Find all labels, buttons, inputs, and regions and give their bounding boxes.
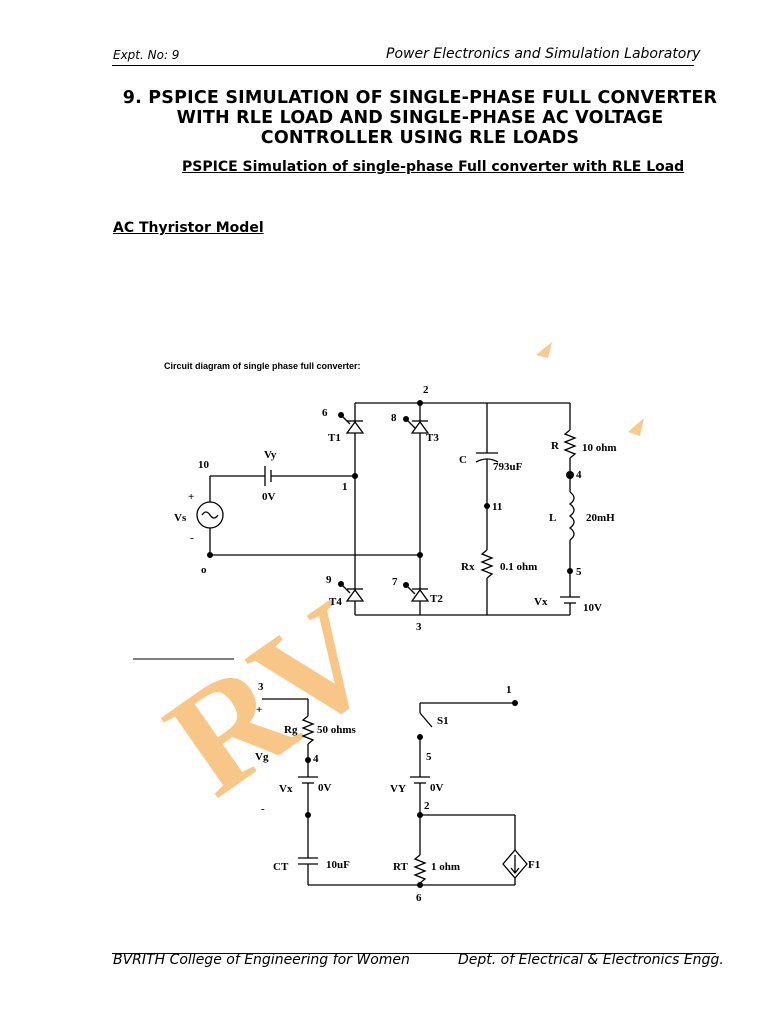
svg-text:0V: 0V [262, 491, 276, 503]
svg-text:F1: F1 [528, 859, 540, 871]
svg-text:RT: RT [393, 861, 409, 873]
svg-text:2: 2 [424, 800, 430, 812]
svg-text:6: 6 [322, 407, 328, 419]
svg-text:R: R [551, 440, 560, 452]
svg-text:Vx: Vx [534, 596, 548, 608]
svg-text:+: + [188, 491, 194, 503]
watermark-fragment [536, 342, 552, 358]
college-name: BVRITH College of Engineering for Women [113, 952, 410, 968]
svg-text:Vx: Vx [279, 783, 293, 795]
watermark-fragment [628, 418, 644, 436]
full-converter-circuit [196, 402, 580, 616]
svg-text:CT: CT [273, 861, 289, 873]
svg-text:8: 8 [391, 412, 397, 424]
title-line-2: WITH RLE LOAD AND SINGLE-PHASE AC VOLTAG… [176, 108, 664, 128]
circuit1-nodes [207, 400, 574, 588]
svg-text:4: 4 [576, 469, 582, 481]
svg-text:2: 2 [423, 384, 429, 396]
svg-text:L: L [549, 512, 556, 524]
svg-text:-: - [190, 532, 194, 544]
title-line-1: 9. PSPICE SIMULATION OF SINGLE-PHASE FUL… [122, 88, 718, 108]
section-heading: AC Thyristor Model [113, 220, 264, 236]
circuit2-labels: 3 + Rg 50 ohms Vg 4 Vx 0V - 1 S1 5 VY 0V… [255, 681, 540, 904]
footer-rule [112, 953, 716, 954]
department-name: Dept. of Electrical & Electronics Engg. [458, 952, 724, 968]
svg-text:Vg: Vg [255, 751, 269, 763]
section-subtitle: PSPICE Simulation of single-phase Full c… [182, 159, 685, 175]
svg-text:S1: S1 [437, 715, 449, 727]
svg-text:0.1 ohm: 0.1 ohm [500, 561, 537, 573]
svg-text:4: 4 [313, 753, 319, 765]
svg-text:5: 5 [576, 566, 582, 578]
svg-text:Rx: Rx [461, 561, 475, 573]
svg-text:Vy: Vy [264, 449, 277, 461]
document-title: 9. PSPICE SIMULATION OF SINGLE-PHASE FUL… [100, 88, 740, 148]
title-line-3: CONTROLLER USING RLE LOADS [260, 128, 580, 148]
svg-text:793uF: 793uF [493, 461, 523, 473]
svg-text:1: 1 [342, 481, 348, 493]
header-rule [112, 65, 694, 66]
svg-text:1 ohm: 1 ohm [431, 861, 460, 873]
svg-text:o: o [201, 564, 207, 576]
svg-text:0V: 0V [430, 782, 444, 794]
circuit1-labels: 2 6 8 T1 T3 Vy 10 0V 1 + Vs - o 9 7 T4 T… [174, 384, 617, 633]
svg-text:Vs: Vs [174, 512, 187, 524]
svg-text:20mH: 20mH [586, 512, 615, 524]
svg-text:+: + [256, 704, 262, 716]
svg-text:Rg: Rg [284, 724, 298, 736]
svg-text:T3: T3 [426, 432, 439, 444]
circuit2-nodes [305, 700, 518, 888]
svg-text:0V: 0V [318, 782, 332, 794]
svg-text:10: 10 [198, 459, 210, 471]
svg-text:6: 6 [416, 892, 422, 904]
svg-text:50 ohms: 50 ohms [317, 724, 357, 736]
thyristor-model-circuit [262, 698, 528, 886]
experiment-number: Expt. No: 9 [113, 48, 180, 62]
svg-text:10V: 10V [583, 602, 602, 614]
svg-text:11: 11 [492, 501, 502, 513]
svg-text:3: 3 [416, 621, 422, 633]
svg-text:9: 9 [326, 574, 332, 586]
svg-text:C: C [459, 454, 467, 466]
svg-text:5: 5 [426, 751, 432, 763]
svg-text:7: 7 [392, 576, 398, 588]
svg-text:3: 3 [258, 681, 264, 693]
svg-text:T1: T1 [328, 432, 341, 444]
lab-name: Power Electronics and Simulation Laborat… [386, 46, 701, 62]
svg-text:T2: T2 [430, 593, 443, 605]
svg-text:T4: T4 [329, 596, 342, 608]
svg-text:1: 1 [506, 684, 512, 696]
svg-text:10 ohm: 10 ohm [582, 442, 617, 454]
svg-text:10uF: 10uF [326, 859, 350, 871]
figure-caption: Circuit diagram of single phase full con… [164, 361, 361, 371]
svg-text:VY: VY [390, 783, 406, 795]
svg-text:-: - [261, 803, 265, 815]
